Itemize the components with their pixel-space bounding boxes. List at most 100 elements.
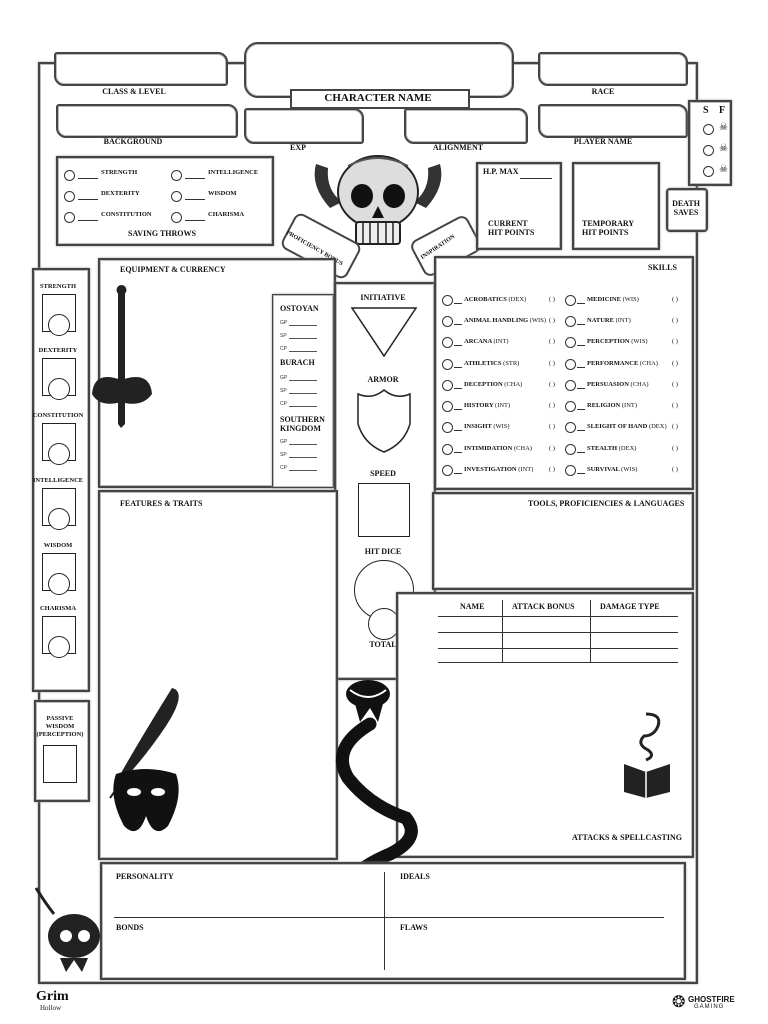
skill-investigation[interactable]: INVESTIGATION (INT)( ) bbox=[442, 464, 562, 476]
bonds-label: BONDS bbox=[116, 923, 144, 932]
hp-current-label-1: CURRENT bbox=[488, 219, 528, 228]
hp-temporary-panel[interactable] bbox=[572, 162, 660, 250]
attacks-header-name: NAME bbox=[460, 602, 485, 611]
skill-persuasion[interactable]: PERSUASION (CHA)( ) bbox=[565, 379, 686, 391]
background-field[interactable] bbox=[56, 104, 238, 138]
equipment-title: EQUIPMENT & CURRENCY bbox=[120, 265, 226, 274]
armor-label: ARMOR bbox=[367, 375, 399, 384]
currency-panel bbox=[272, 294, 334, 488]
attacks-row-line[interactable] bbox=[438, 632, 678, 633]
skill-deception[interactable]: DECEPTION (CHA)( ) bbox=[442, 379, 562, 391]
skill-religion[interactable]: RELIGION (INT)( ) bbox=[565, 400, 686, 412]
death-save-success-3[interactable] bbox=[703, 166, 714, 177]
death-saves-panel bbox=[688, 100, 732, 186]
skill-animal-handling[interactable]: ANIMAL HANDLING (WIS)( ) bbox=[442, 315, 562, 327]
alignment-field[interactable] bbox=[404, 108, 528, 144]
race-label: RACE bbox=[591, 87, 615, 96]
attacks-header-bonus: ATTACK BONUS bbox=[512, 602, 575, 611]
death-save-success-1[interactable] bbox=[703, 124, 714, 135]
axe-icon bbox=[92, 285, 152, 428]
attacks-row-line[interactable] bbox=[438, 648, 678, 649]
skill-arcana[interactable]: ARCANA (INT)( ) bbox=[442, 336, 562, 348]
skill-athletics[interactable]: ATHLETICS (STR)( ) bbox=[442, 358, 562, 370]
passive-wisdom-label-3: (PERCEPTION) bbox=[36, 731, 84, 738]
attacks-col-divider bbox=[502, 600, 503, 662]
hp-temp-label-2: HIT POINTS bbox=[582, 228, 629, 237]
class-level-field[interactable] bbox=[54, 52, 228, 86]
skull-icon: ☠ bbox=[719, 164, 728, 175]
currency-ostoyan-label: OSTOYAN bbox=[280, 304, 319, 313]
skill-performance[interactable]: PERFORMANCE (CHA)( ) bbox=[565, 358, 686, 370]
skills-list: ACROBATICS (DEX)( ) ANIMAL HANDLING (WIS… bbox=[442, 294, 686, 478]
hp-max-label: H.P. MAX bbox=[483, 167, 519, 176]
skills-panel bbox=[434, 256, 694, 490]
saving-throws-panel bbox=[56, 156, 274, 246]
skill-survival[interactable]: SURVIVAL (WIS)( ) bbox=[565, 464, 686, 476]
speed-field[interactable] bbox=[358, 483, 410, 537]
hit-dice-total-field[interactable] bbox=[368, 608, 400, 640]
initiative-label: INITIATIVE bbox=[360, 293, 406, 302]
attacks-col-divider bbox=[590, 600, 591, 662]
ideals-label: IDEALS bbox=[400, 872, 430, 881]
character-name-label: CHARACTER NAME bbox=[324, 92, 432, 104]
saving-throws-list: STRENGTH INTELLIGENCE DEXTERITY WISDOM C… bbox=[64, 168, 264, 228]
currency-burach-label: BURACH bbox=[280, 358, 315, 367]
death-saves-failure-header: F bbox=[719, 105, 726, 116]
personality-label: PERSONALITY bbox=[116, 872, 174, 881]
race-field[interactable] bbox=[538, 52, 688, 86]
personality-field[interactable] bbox=[112, 884, 380, 914]
skill-nature[interactable]: NATURE (INT)( ) bbox=[565, 315, 686, 327]
features-traits-panel[interactable] bbox=[98, 490, 338, 860]
skill-stealth[interactable]: STEALTH (DEX)( ) bbox=[565, 443, 686, 455]
skill-intimidation[interactable]: INTIMIDATION (CHA)( ) bbox=[442, 443, 562, 455]
hit-dice-total-label: TOTAL bbox=[369, 640, 397, 649]
passive-wisdom-label-2: WISDOM bbox=[45, 723, 75, 730]
saving-throws-title: SAVING THROWS bbox=[128, 229, 196, 238]
player-name-field[interactable] bbox=[538, 104, 688, 138]
attacks-spellcasting-panel[interactable] bbox=[396, 592, 694, 858]
passive-wisdom-field[interactable] bbox=[43, 745, 77, 783]
player-name-label: PLAYER NAME bbox=[573, 137, 633, 146]
passive-wisdom-label-1: PASSIVE bbox=[46, 715, 74, 722]
flaws-field[interactable] bbox=[392, 935, 672, 971]
currency-southern-kingdom-label-1: SOUTHERN bbox=[280, 415, 325, 424]
skull-icon: ☠ bbox=[719, 122, 728, 133]
skull-icon: ☠ bbox=[719, 143, 728, 154]
class-level-label: CLASS & LEVEL bbox=[102, 87, 166, 96]
background-label: BACKGROUND bbox=[103, 137, 163, 146]
death-saves-label-panel bbox=[666, 188, 708, 232]
skill-history[interactable]: HISTORY (INT)( ) bbox=[442, 400, 562, 412]
skill-perception[interactable]: PERCEPTION (WIS)( ) bbox=[565, 336, 686, 348]
traits-divider-v bbox=[384, 872, 385, 970]
attacks-row-line[interactable] bbox=[438, 616, 678, 617]
bonds-field[interactable] bbox=[112, 935, 380, 971]
attacks-spellcasting-title: ATTACKS & SPELLCASTING bbox=[572, 833, 682, 842]
skill-medicine[interactable]: MEDICINE (WIS)( ) bbox=[565, 294, 686, 306]
tools-proficiencies-panel[interactable] bbox=[432, 492, 694, 590]
hp-current-label-2: HIT POINTS bbox=[488, 228, 535, 237]
character-name-ribbon bbox=[290, 89, 470, 109]
quill-mask-icon bbox=[109, 688, 179, 832]
traits-divider-h bbox=[114, 917, 664, 918]
attacks-row-line[interactable] bbox=[438, 662, 678, 663]
exp-field[interactable] bbox=[244, 108, 364, 144]
exp-label: EXP bbox=[290, 143, 306, 152]
hp-max-line[interactable] bbox=[520, 178, 552, 179]
death-save-success-2[interactable] bbox=[703, 145, 714, 156]
alignment-label: ALIGNMENT bbox=[432, 143, 484, 152]
skill-insight[interactable]: INSIGHT (WIS)( ) bbox=[442, 421, 562, 433]
initiative-field[interactable] bbox=[350, 306, 418, 358]
spellbook-icon bbox=[624, 712, 670, 798]
hp-current-panel[interactable] bbox=[476, 162, 562, 250]
speed-label: SPEED bbox=[370, 469, 396, 478]
hp-temp-label-1: TEMPORARY bbox=[582, 219, 635, 228]
death-saves-label-1: DEATH bbox=[672, 199, 700, 208]
skills-title: SKILLS bbox=[648, 263, 677, 272]
attacks-header-damage: DAMAGE TYPE bbox=[600, 602, 660, 611]
currency-southern-kingdom-label-2: KINGDOM bbox=[280, 424, 321, 433]
skill-sleight-of-hand[interactable]: SLEIGHT OF HAND (DEX)( ) bbox=[565, 421, 686, 433]
ideals-field[interactable] bbox=[392, 884, 672, 914]
skull-corner-icon bbox=[34, 887, 100, 972]
armor-class-shield[interactable] bbox=[352, 388, 416, 454]
skill-acrobatics[interactable]: ACROBATICS (DEX)( ) bbox=[442, 294, 562, 306]
